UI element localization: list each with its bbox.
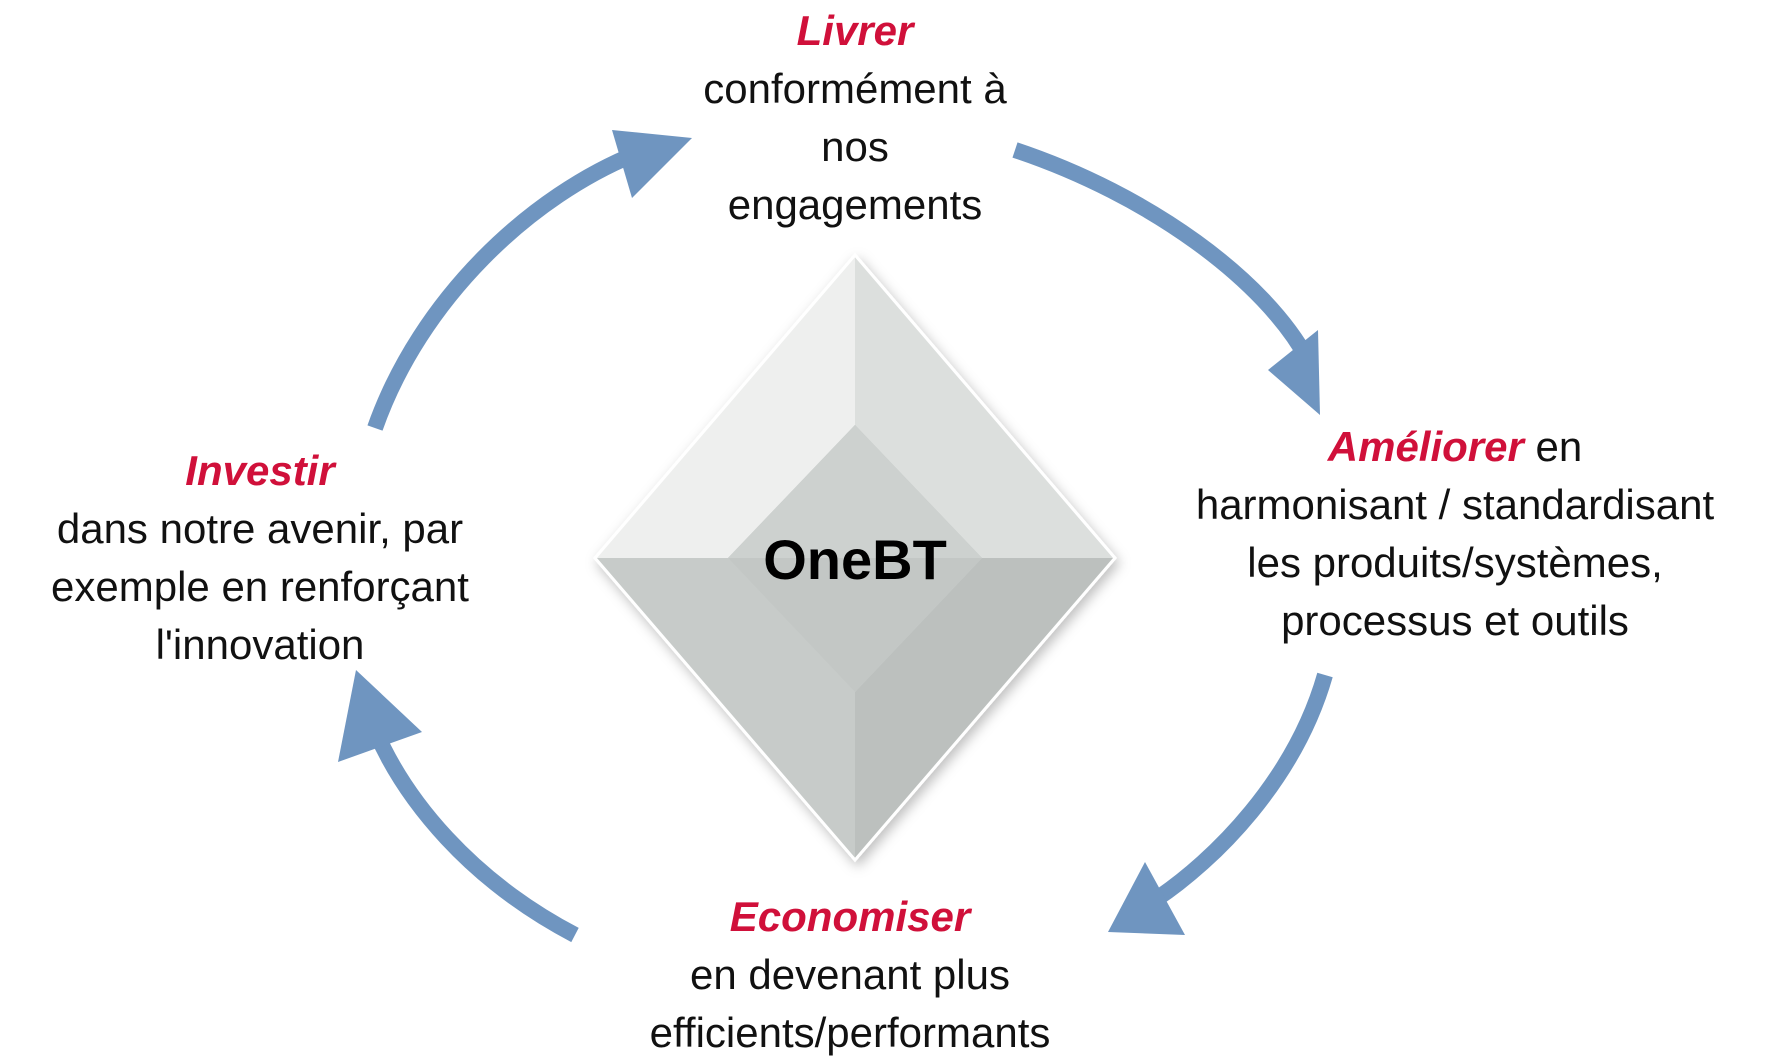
step-economiser-line: en devenant plus (690, 951, 1010, 998)
step-economiser: Economiser en devenant plus efficients/p… (530, 888, 1170, 1060)
step-ameliorer-heading: Améliorer en (1130, 418, 1780, 476)
arrow-ameliorer-to-economiser (1108, 672, 1333, 935)
step-ameliorer-line: les produits/systèmes, (1247, 539, 1663, 586)
step-livrer-line: conformément à (703, 65, 1007, 112)
step-investir: Investir dans notre avenir, par exemple … (0, 442, 520, 674)
step-ameliorer-line: harmonisant / standardisant (1195, 481, 1715, 528)
step-ameliorer-keyword-suffix: en (1523, 423, 1583, 470)
step-economiser-keyword: Economiser (729, 893, 971, 940)
step-investir-line: dans notre avenir, par (56, 505, 464, 552)
step-ameliorer-line: processus et outils (1281, 597, 1629, 644)
arrow-livrer-to-ameliorer (1012, 142, 1320, 415)
step-livrer-keyword: Livrer (796, 7, 914, 54)
arrow-investir-to-livrer (367, 130, 692, 431)
center-label: OneBT (763, 528, 947, 591)
step-investir-keyword: Investir (185, 447, 335, 494)
step-investir-line: exemple en renforçant (51, 563, 469, 610)
step-livrer-line: engagements (727, 181, 983, 228)
step-livrer-line: nos (821, 123, 889, 170)
step-investir-line: l'innovation (155, 621, 365, 668)
step-livrer: Livrer conformément à nos engagements (570, 2, 1140, 234)
step-ameliorer: Améliorer en harmonisant / standardisant… (1130, 418, 1780, 650)
step-economiser-line: efficients/performants (649, 1009, 1051, 1056)
onebt-diamond (593, 252, 1117, 863)
arrow-economiser-to-investir (338, 670, 579, 943)
step-ameliorer-keyword: Améliorer (1327, 423, 1524, 470)
